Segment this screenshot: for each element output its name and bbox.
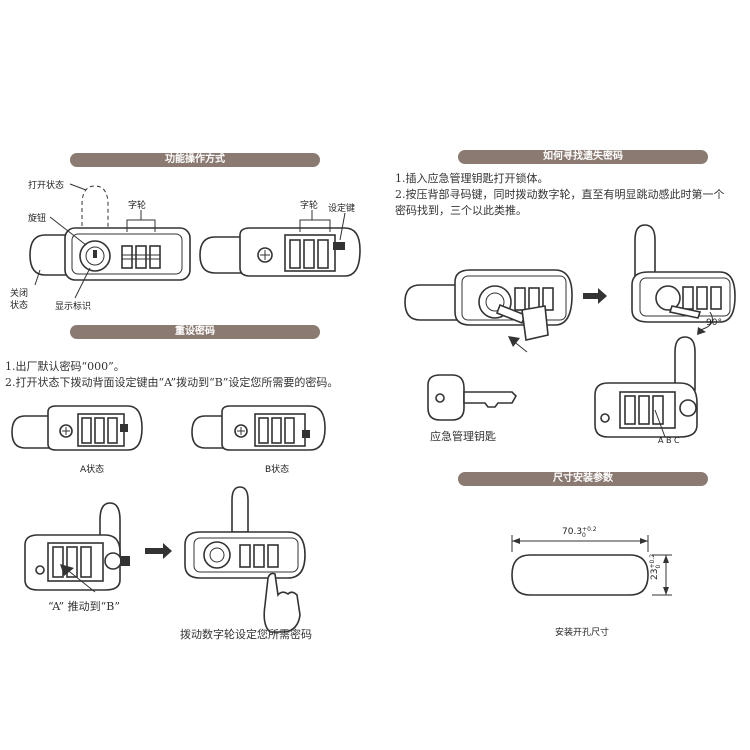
section-title-reset: 重设密码 [70, 325, 320, 339]
size-caption: 安装开孔尺寸 [555, 628, 610, 638]
label-knob: 旋钮 [28, 214, 47, 224]
dial-caption: 拨动数字轮设定您所需密码 [180, 628, 312, 641]
state-a-label: A状态 [80, 465, 105, 475]
lost-step-3: 密码找到，三个以此类推。 [395, 204, 527, 217]
lost-step-1: 1.插入应急管理钥匙打开锁体。 [395, 172, 549, 185]
state-b-label: B状态 [265, 465, 290, 475]
reset-step-2: 2.打开状态下拨动背面设定键由“A”拨动到“B”设定您所需要的密码。 [5, 376, 339, 389]
height-number: 23 [650, 568, 660, 580]
label-indicator: 显示标识 [55, 302, 92, 312]
label-open-state: 打开状态 [28, 181, 65, 191]
label-closed-state-2: 状态 [10, 301, 29, 311]
width-tol-bottom: 0 [582, 532, 586, 539]
section-title-lost: 如何寻找遗失密码 [458, 150, 708, 164]
label-digit-wheel-left: 字轮 [128, 201, 147, 211]
label-set-key: 设定键 [328, 204, 356, 214]
section-title-size: 尺寸安装参数 [458, 472, 708, 486]
height-tol-bottom: 0 [655, 564, 662, 569]
section-title-function: 功能操作方式 [70, 153, 320, 167]
label-closed-state-1: 关闭 [10, 289, 29, 299]
angle-label: 90° [706, 318, 722, 328]
label-digit-wheel-right: 字轮 [300, 201, 319, 211]
reset-step-1: 1.出厂默认密码“000”。 [5, 360, 125, 373]
abc-label: A B C [658, 436, 680, 445]
toggle-caption: “A” 推动到“B” [48, 600, 120, 613]
lost-step-2: 2.按压背部寻码键，同时拨动数字轮，直至有明显跳动感此时第一个 [395, 188, 725, 201]
width-tol-top: +0.2 [582, 526, 597, 533]
emergency-key-label: 应急管理钥匙 [430, 430, 496, 443]
width-number: 70.3 [562, 527, 583, 537]
